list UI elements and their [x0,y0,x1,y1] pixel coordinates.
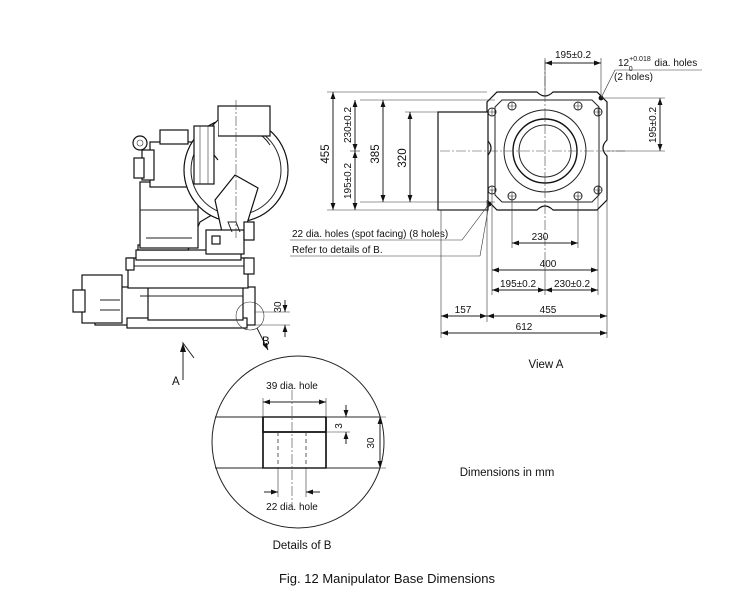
side-height-dim: 30 [273,301,284,313]
base-width-dim: 455 [540,305,557,316]
view-a: 195±0.2 12+0.018 0 dia. holes (2 holes) 1… [290,50,702,371]
forearm-block [217,105,271,137]
detail-b-callout-label: B [262,336,270,348]
base-connector-box [81,274,123,324]
hole-pattern-dim: 385 [370,144,382,163]
figure-caption: Fig. 12 Manipulator Base Dimensions [279,571,496,586]
eyebolt [132,135,148,151]
swivel-base [127,257,249,289]
lower-hole-spacing-dim: 195±0.2 [343,163,354,200]
counterbore-dia-label: 39 dia. hole [266,381,318,392]
counterbore-profile [262,416,327,469]
pin-holes-tolerance-lower: 0 [629,66,633,73]
arm-link [214,174,259,233]
hole-spacing-230-dim: 230 [532,232,549,243]
shoulder-housing [139,181,199,249]
detail-b-circle [235,301,265,331]
pin-holes-base: 12 [618,58,630,69]
base-connector-plug [72,289,86,313]
cable-offset-dim: 157 [455,305,472,316]
plate-thickness-dim: 30 [366,437,377,449]
pin-holes-count: (2 holes) [614,72,653,83]
cable-clamp [133,157,145,179]
side-bolt-left [125,257,135,271]
detail-b-outline [211,355,385,529]
mounting-holes-reference: Refer to details of B. [292,245,383,256]
pin-holes-note: 12+0.018 0 dia. holes [618,56,697,73]
inner-width-dim: 320 [397,148,409,167]
pin-holes-tolerance-upper: +0.018 [629,56,651,63]
view-a-arrow-label: A [172,376,180,388]
units-note: Dimensions in mm [460,467,555,479]
upper-hole-spacing-dim: 230±0.2 [343,107,354,144]
mounting-holes-note: 22 dia. holes (spot facing) (8 holes) [292,229,448,240]
counterbore-depth-dim: 3 [334,423,345,429]
hole-spacing-400-dim: 400 [540,259,557,270]
base-ring [147,285,244,321]
detail-b-title: Details of B [273,540,332,552]
through-hole-dia-label: 22 dia. hole [266,502,318,513]
top-pin-spacing-dim: 195±0.2 [555,50,592,61]
motor-cap [159,129,189,145]
elbow-cover [193,125,215,185]
pin-offset-right-dim: 230±0.2 [554,279,591,290]
detail-b: 39 dia. hole 22 dia. hole 3 30 Details o… [211,355,386,552]
pin-holes-text: dia. holes [652,58,698,69]
base-depth-dim: 455 [320,144,332,163]
side-bolt [243,257,255,275]
view-a-title: View A [529,359,564,371]
overall-width-dim: 612 [516,322,533,333]
cable-outlet [437,111,489,211]
side-view: B 30 A [72,100,290,388]
pin-offset-left-dim: 195±0.2 [500,279,537,290]
right-pin-spacing-dim: 195±0.2 [648,107,659,144]
